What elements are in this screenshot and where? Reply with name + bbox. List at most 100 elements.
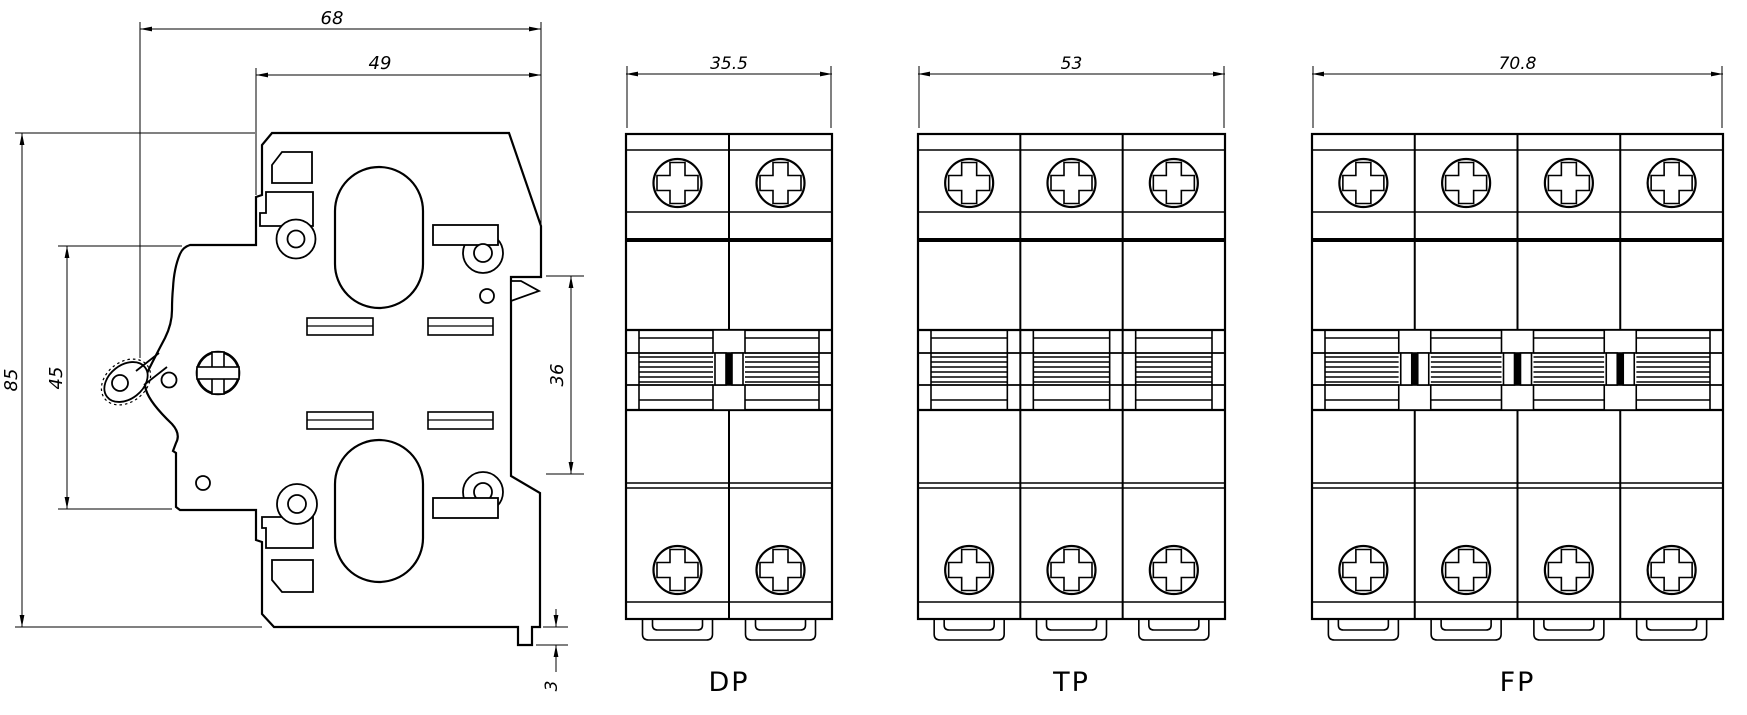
dim-overall-height: 85 [1, 132, 262, 628]
terminal-screw [944, 157, 995, 209]
screw-hole-top-right [473, 243, 493, 263]
terminal-bar-top-right [432, 224, 499, 246]
din-rail-hook [510, 280, 542, 303]
dim-overall-depth: 68 [139, 8, 542, 358]
din-clip-tab-inner [1543, 619, 1595, 631]
phillips-slot [1547, 161, 1591, 205]
phillips-slot [947, 548, 991, 592]
phillips-slot [1152, 548, 1196, 592]
din-clip-tab [1035, 619, 1108, 641]
terminal-screw [1543, 544, 1594, 596]
dim-clip-travel: 3 [536, 609, 568, 691]
unit-outline [916, 132, 1227, 621]
handle-tie-block [1500, 329, 1535, 354]
terminal-screw [1646, 157, 1697, 209]
terminal-screw [1148, 157, 1199, 209]
dim-rail-recess: 36 [546, 275, 584, 475]
dim-unit-width: 35.5 [626, 54, 832, 128]
unit-label: TP [1052, 667, 1090, 698]
din-clip-tab-inner [1045, 619, 1098, 631]
terminal-screw [652, 544, 703, 596]
dim-unit-width: 70.8 [1312, 54, 1723, 128]
din-clip-tab [1635, 619, 1708, 641]
phillips-slot [1050, 161, 1093, 205]
din-clip-tab-inner [754, 619, 807, 631]
handle-tie-block [712, 329, 746, 354]
dim-text-unit-width: 70.8 [1499, 54, 1537, 74]
toggle-lever [100, 352, 168, 406]
breaker-unit-dp: 35.5DP [624, 54, 834, 698]
phillips-slot [656, 161, 699, 205]
terminal-screw [944, 544, 995, 596]
terminal-screw [1441, 544, 1492, 596]
phillips-slot [1547, 548, 1591, 592]
din-clip-tab-inner [1148, 619, 1200, 631]
terminal-bar-bottom-right [432, 497, 499, 519]
handle-tie-block [1500, 384, 1535, 411]
din-clip-tab [1327, 619, 1400, 641]
dim-text-unit-width: 53 [1061, 54, 1083, 74]
dim-text-clip-travel: 3 [542, 681, 562, 692]
phillips-slot [1444, 548, 1488, 592]
phillips-slot [759, 161, 802, 205]
din-clip-tab [744, 619, 817, 641]
din-clip-tab [1533, 619, 1605, 641]
arc-chamber-flag-bottom [271, 559, 314, 593]
dim-text-rail-recess: 36 [547, 364, 568, 387]
din-clip-tab-inner [1645, 619, 1698, 631]
din-clip-tab [933, 619, 1005, 641]
phillips-slot [947, 161, 991, 205]
phillips-slot [1650, 548, 1693, 592]
handle-tie-block [1397, 384, 1432, 411]
phillips-slot [1152, 161, 1196, 205]
dim-text-overall-depth: 68 [321, 8, 344, 29]
phillips-slot [759, 548, 802, 592]
side-view-dimensions: 68 49 85 45 36 [1, 8, 584, 691]
unit-label: DP [708, 667, 749, 698]
breaker-unit-fp: 70.8FP [1310, 54, 1725, 698]
terminal-screw-hole-top-left [286, 229, 306, 249]
pivot-hole-bottom-left [195, 475, 211, 491]
pin-hole-top-right [479, 288, 495, 304]
din-clip-tab-inner [943, 619, 995, 631]
din-clip-tab-inner [1337, 619, 1390, 631]
terminal-cavity-top [259, 191, 314, 227]
terminal-screw [1338, 157, 1389, 209]
lever-hole [111, 374, 129, 392]
arc-chamber-top [333, 165, 425, 310]
phillips-slot [1342, 161, 1385, 205]
arc-chamber-flag-top [271, 151, 313, 184]
phillips-slot [1650, 161, 1693, 205]
handle-tie-block [1603, 384, 1638, 411]
arc-chamber-bottom [333, 438, 425, 584]
phillips-slot [1342, 548, 1385, 592]
terminal-screw [1046, 157, 1097, 209]
terminal-screw-hole-bottom-left [287, 494, 307, 514]
handle-tie-block [1397, 329, 1432, 354]
lever-shaft [135, 352, 160, 372]
side-view [100, 131, 543, 647]
dim-text-unit-width: 35.5 [710, 54, 748, 74]
handle-tie-block [712, 384, 746, 411]
pivot-hole-left [160, 371, 178, 389]
body-outline [143, 131, 543, 647]
lever-shaft [143, 366, 168, 386]
terminal-screw [1441, 157, 1492, 209]
vent-slots [306, 317, 494, 430]
phillips-slot [1444, 161, 1488, 205]
terminal-screw [1646, 544, 1697, 596]
din-clip-tab-inner [1440, 619, 1492, 631]
assembly-screw [195, 350, 241, 396]
dim-text-overall-height: 85 [1, 369, 22, 392]
terminal-screw [1543, 157, 1594, 209]
din-clip-tab-inner [651, 619, 704, 631]
terminal-screw [652, 157, 703, 209]
dim-front-depth: 49 [255, 53, 541, 195]
phillips-slot [1050, 548, 1093, 592]
lever-knurling [100, 358, 152, 406]
din-clip-tab [1138, 619, 1210, 641]
dim-front-height: 45 [46, 245, 182, 510]
